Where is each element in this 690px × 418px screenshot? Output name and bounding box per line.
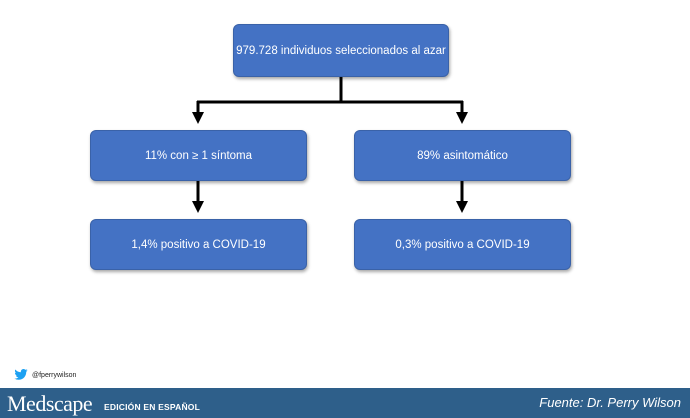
right-result-label: 0,3% positivo a COVID-19 <box>395 238 530 251</box>
right-branch-label: 89% asintomático <box>417 149 508 162</box>
left-result-label: 1,4% positivo a COVID-19 <box>131 238 266 251</box>
left-branch-label: 11% con ≥ 1 síntoma <box>144 149 253 162</box>
brand-logo: Medscape <box>7 391 93 416</box>
left-branch-node: 11% con ≥ 1 síntoma <box>90 130 307 181</box>
root-node: 979.728 individuos seleccionados al azar <box>233 24 449 77</box>
social-handle-text: @fperrywilson <box>32 372 77 379</box>
right-branch-node: 89% asintomático <box>354 130 571 181</box>
footer-bar: Medscape EDICIÓN EN ESPAÑOL Fuente: Dr. … <box>0 388 690 418</box>
root-node-label: 979.728 individuos seleccionados al azar <box>236 44 446 57</box>
social-handle: @fperrywilson <box>14 369 76 382</box>
edition-label: EDICIÓN EN ESPAÑOL <box>104 402 201 412</box>
right-result-node: 0,3% positivo a COVID-19 <box>354 219 571 270</box>
twitter-bird-icon <box>14 369 28 382</box>
source-credit: Fuente: Dr. Perry Wilson <box>539 395 681 410</box>
left-result-node: 1,4% positivo a COVID-19 <box>90 219 307 270</box>
